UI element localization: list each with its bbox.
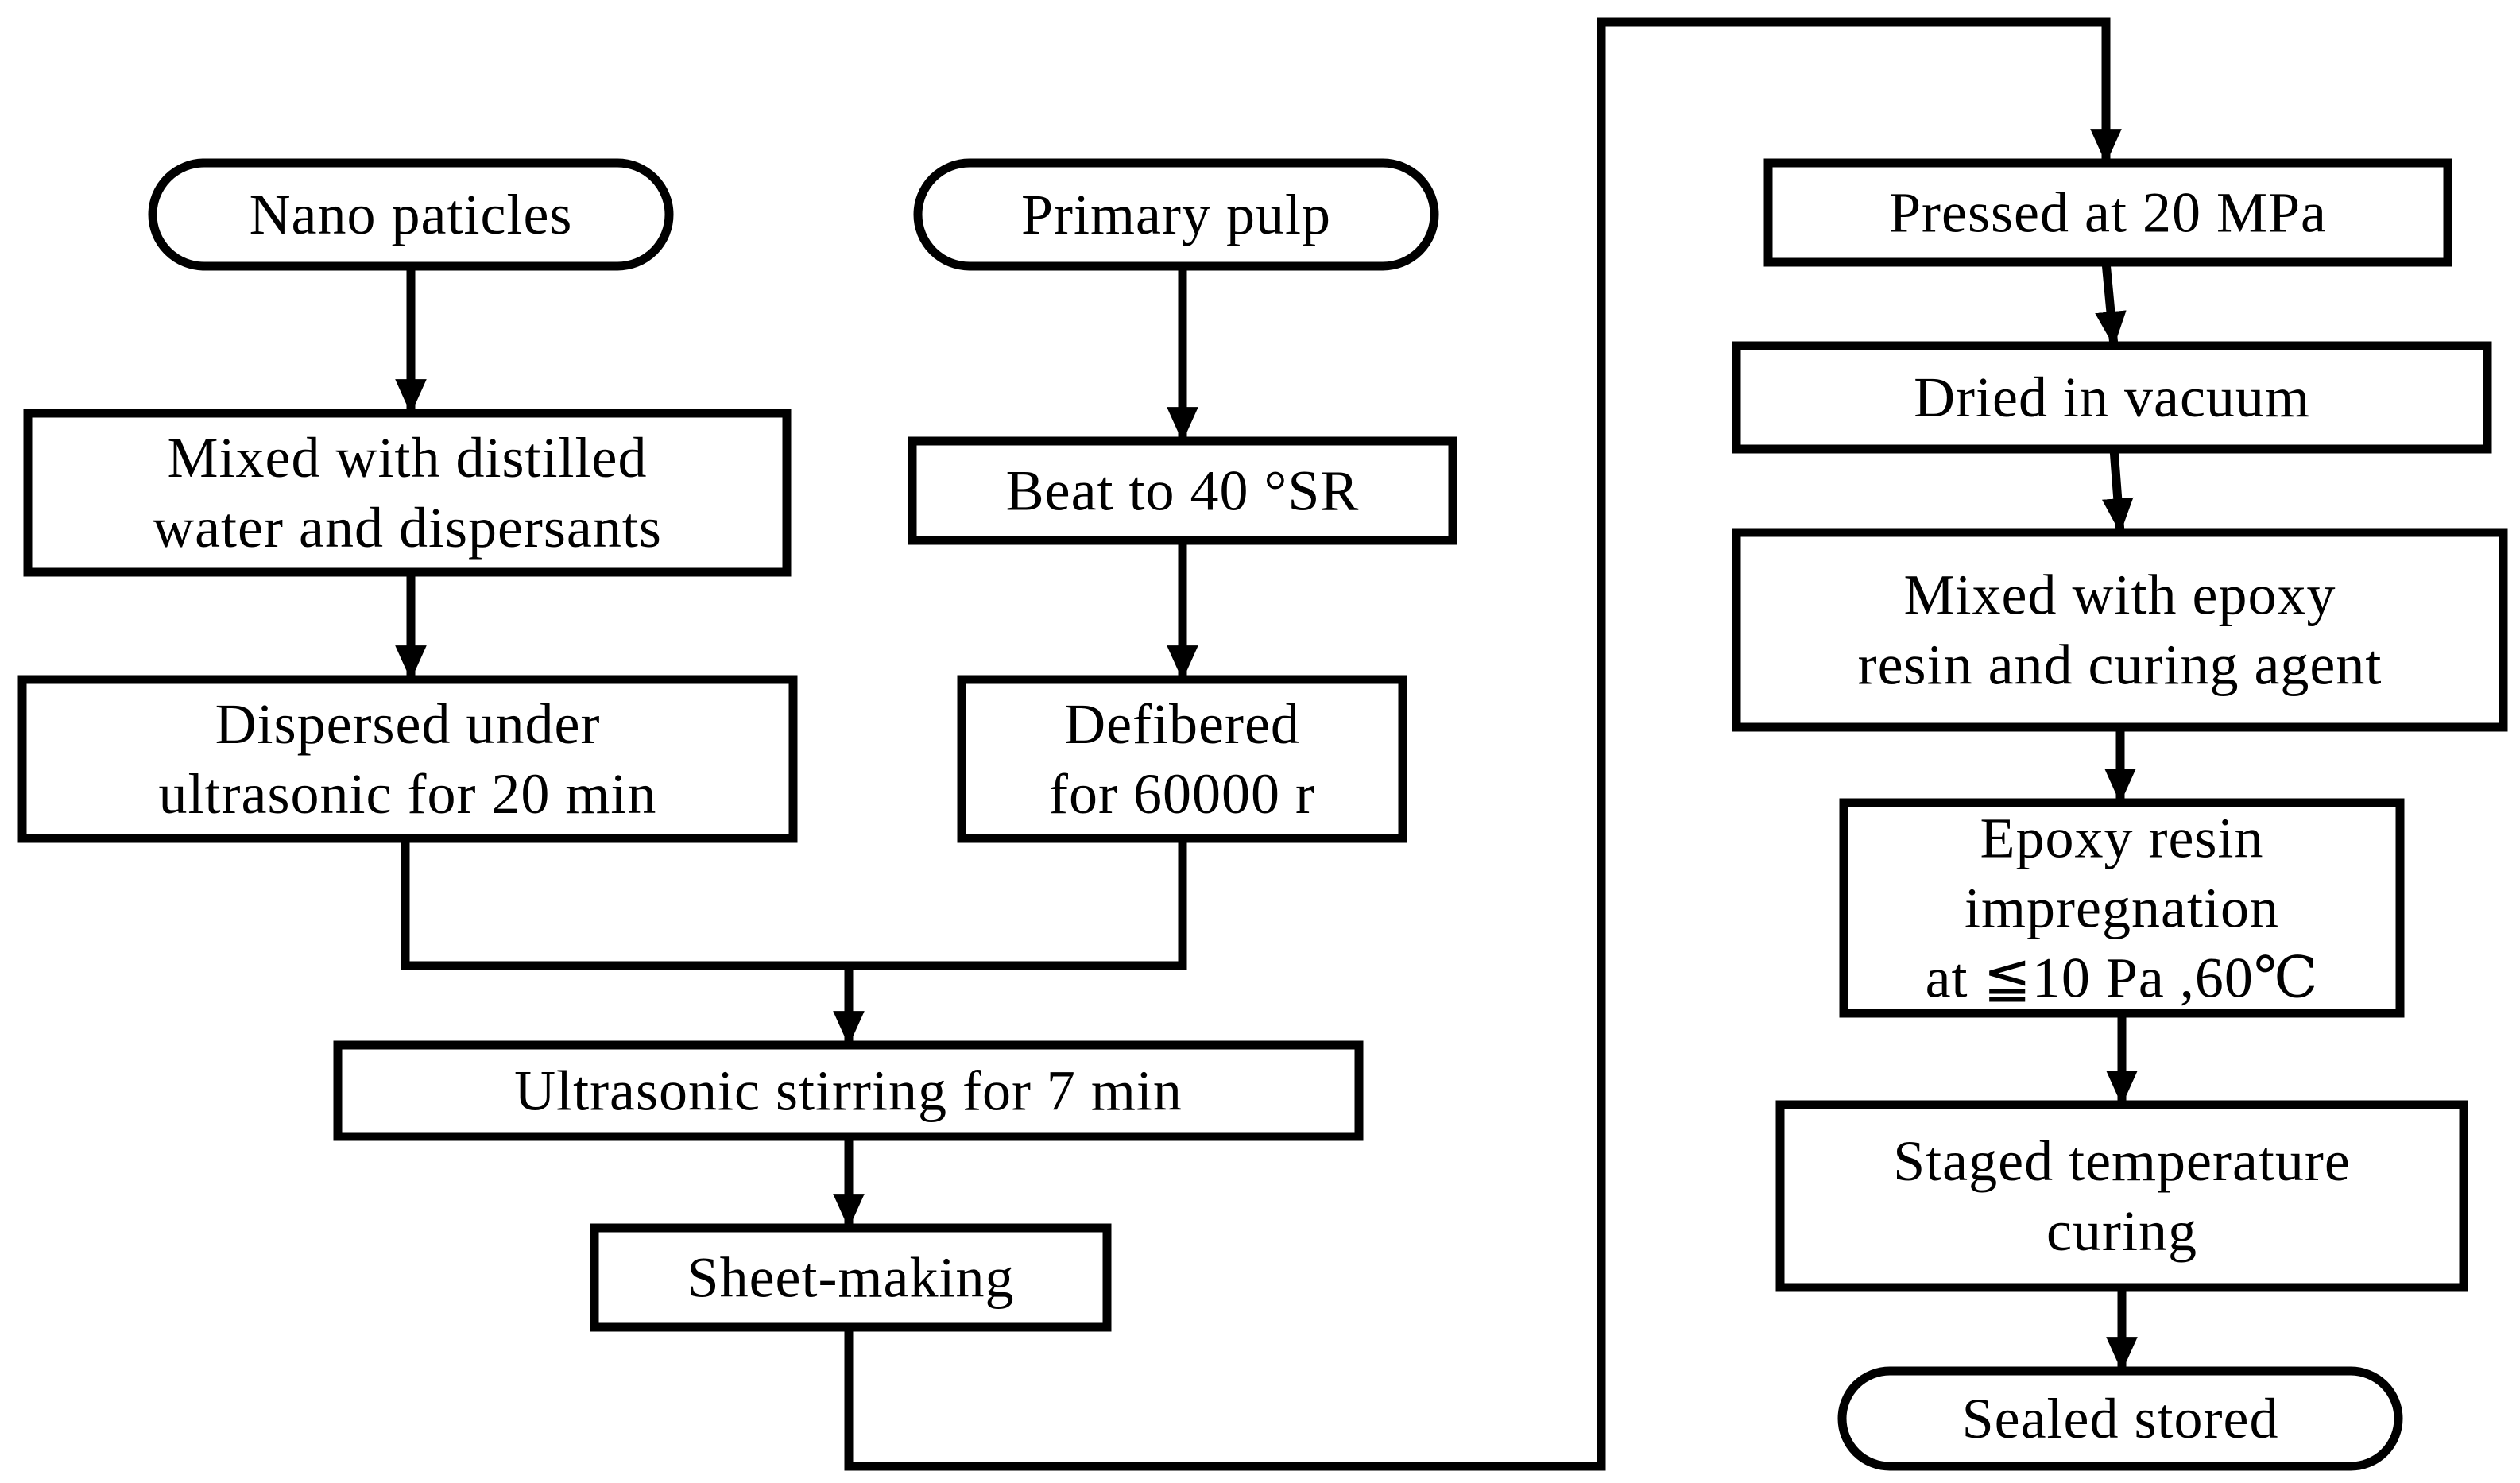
process-box [957, 675, 1407, 843]
node-label-line: Sealed stored [1962, 1387, 2279, 1450]
node-label-line: Primary pulp [1021, 183, 1331, 246]
connector-dried-to-epoxymix [2101, 444, 2134, 537]
process-box [23, 409, 792, 577]
node-label-line: for 60000 r [1049, 762, 1315, 826]
terminal-box [148, 158, 674, 271]
node-label-line: ultrasonic for 20 min [159, 762, 657, 826]
node-label-line: Pressed at 20 MPa [1889, 181, 2327, 245]
node-sealed: Sealed stored [1837, 1366, 2403, 1471]
process-box [1763, 158, 2452, 267]
node-primary: Primary pulp [913, 158, 1439, 271]
node-label-line: Dispersed under [215, 692, 601, 756]
node-label-line: Epoxy resin [1980, 807, 2264, 870]
node-label-line: Staged temperature [1893, 1129, 2351, 1193]
node-label-line: water and dispersants [153, 496, 662, 560]
process-box [1839, 798, 2405, 1018]
node-sheet: Sheet-making [590, 1223, 1112, 1332]
node-label-line: Beat to 40 °SR [1006, 459, 1360, 523]
connector-sheet-to-pressed [844, 17, 2122, 1471]
node-label-line: Dried in vacuum [1914, 366, 2310, 429]
node-label-line: Mixed with epoxy [1904, 563, 2336, 627]
node-dried: Dried in vacuum [1732, 341, 2492, 454]
node-label-line: Defibered [1064, 692, 1300, 756]
connector-defibered-to-ustir [844, 834, 1187, 970]
node-label-line: resin and curing agent [1858, 633, 2383, 697]
node-label-line: Ultrasonic stirring for 7 min [514, 1059, 1183, 1123]
terminal-box [1837, 1366, 2403, 1471]
process-box [333, 1040, 1364, 1141]
terminal-box [913, 158, 1439, 271]
node-label-line: Sheet-making [687, 1246, 1015, 1310]
process-box [1775, 1100, 2468, 1292]
connector-pressed-to-dried [2095, 257, 2127, 350]
process-box [590, 1223, 1112, 1332]
node-nano: Nano paticles [148, 158, 674, 271]
connector-layer [395, 17, 2138, 1471]
node-label-line: impregnation [1965, 877, 2279, 940]
node-ustir: Ultrasonic stirring for 7 min [333, 1040, 1364, 1141]
connector-dispersed-to-ustir [401, 834, 865, 1050]
node-label-line: Mixed with distilled [168, 426, 648, 490]
node-impreg: Epoxy resin impregnation at ≦10 Pa ,60℃ [1839, 798, 2405, 1018]
node-label-line: curing [2046, 1199, 2197, 1263]
node-label-line: Nano paticles [250, 183, 573, 246]
node-beat: Beat to 40 °SR [908, 436, 1457, 545]
process-box [1732, 528, 2508, 732]
process-box [908, 436, 1457, 545]
process-box [17, 675, 798, 843]
node-pressed: Pressed at 20 MPa [1763, 158, 2452, 267]
node-label-line: at ≦10 Pa ,60℃ [1926, 947, 2319, 1010]
process-box [1732, 341, 2492, 454]
